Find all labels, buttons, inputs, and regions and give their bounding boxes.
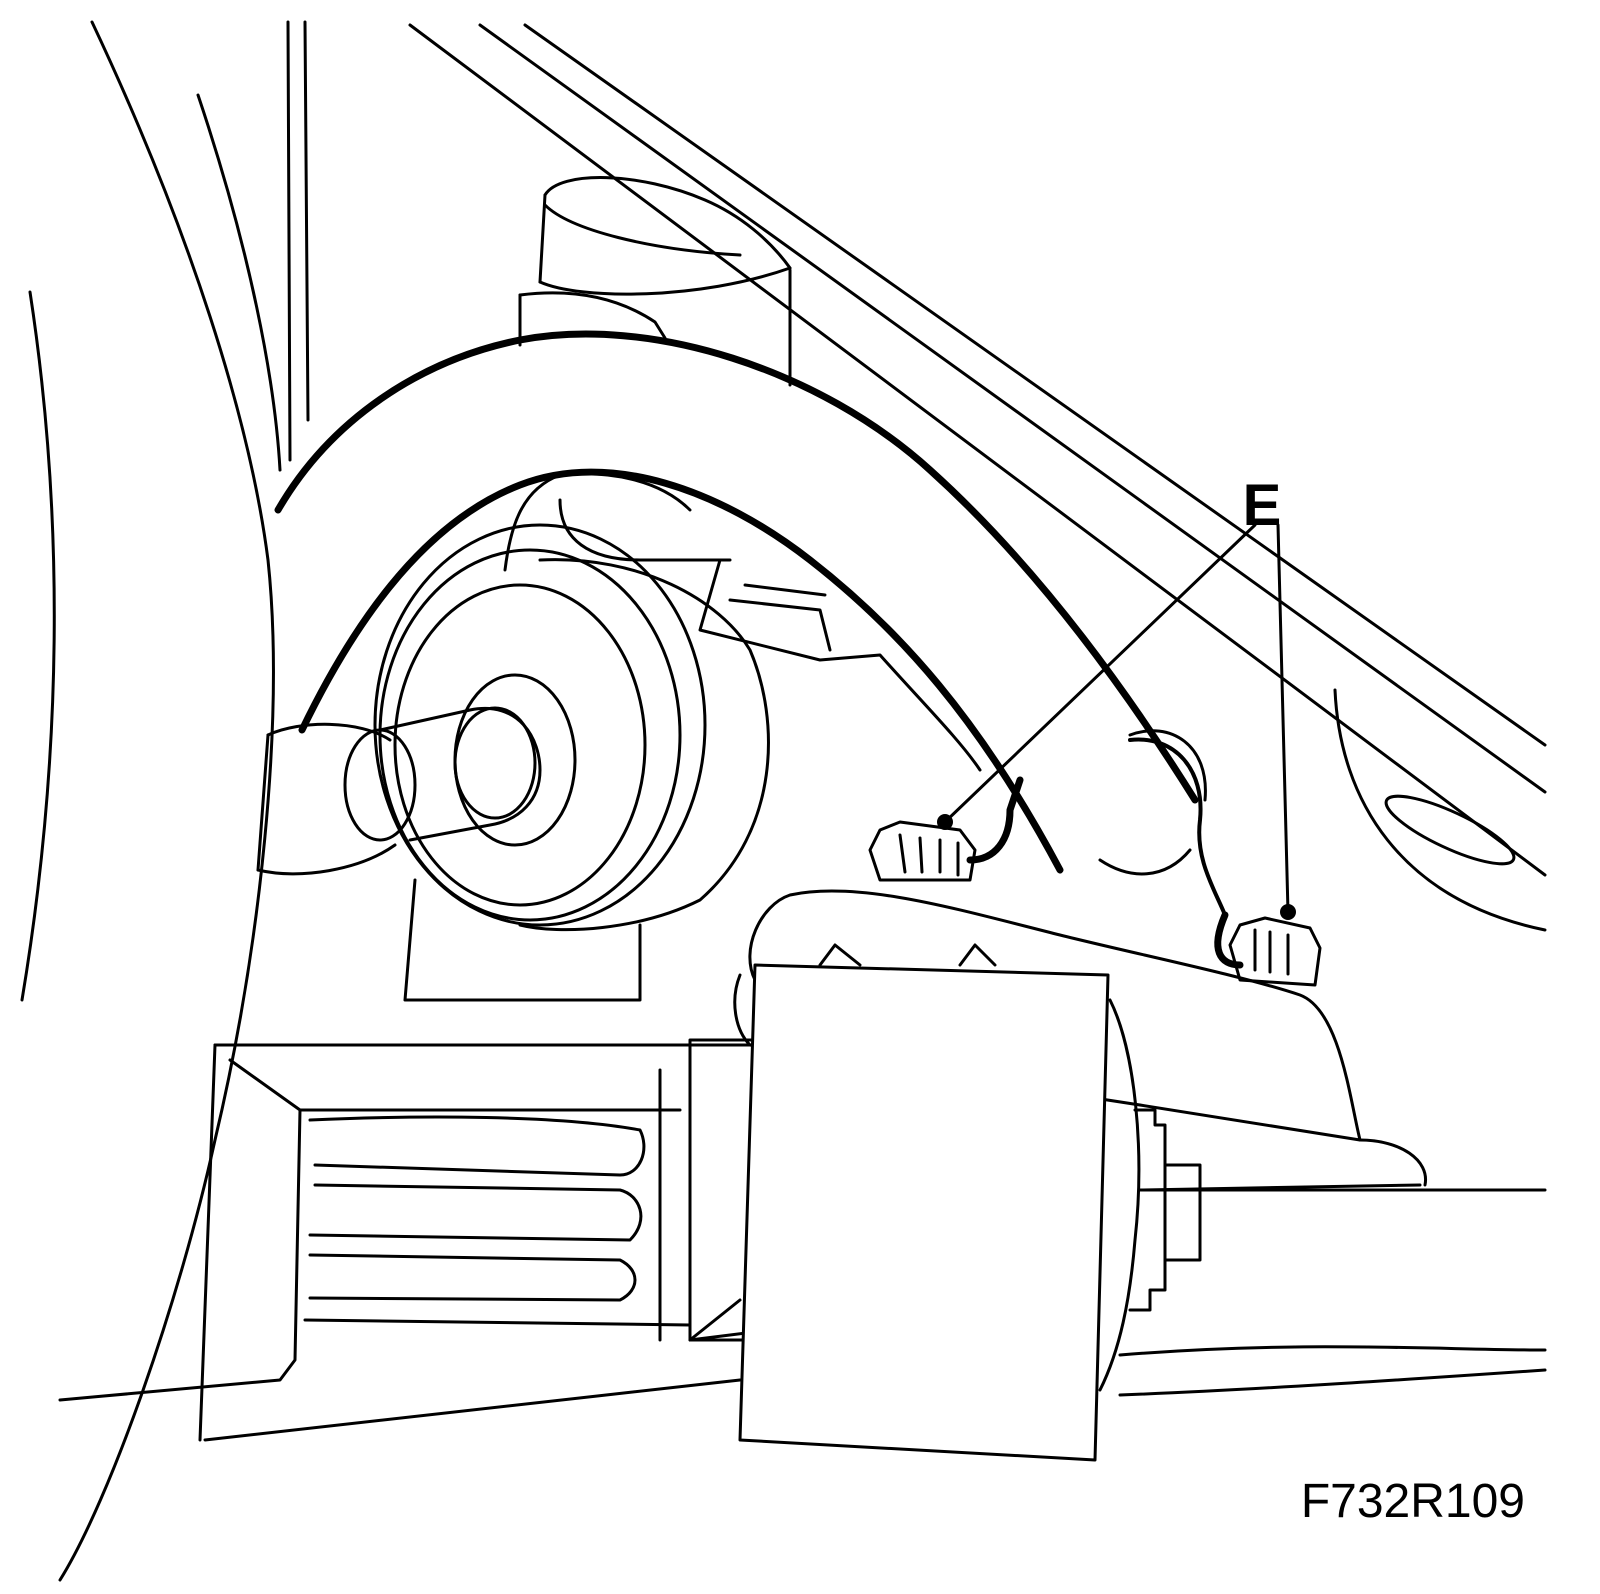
strut-tube [518,176,792,387]
figure-id: F732R109 [1301,1475,1525,1528]
body-panel-lines [408,23,1547,932]
front-block [738,963,1110,1462]
callout-label-e: E [1243,473,1282,538]
drive-shaft-cv-joint [256,523,770,1002]
mounting-bracket [503,472,1227,917]
bolt-head [1098,998,1202,1392]
coil-spring [274,330,1199,874]
mounting-nuts [868,776,1322,987]
wheel-arcs [20,20,310,1582]
callout-leaders [943,523,1290,914]
